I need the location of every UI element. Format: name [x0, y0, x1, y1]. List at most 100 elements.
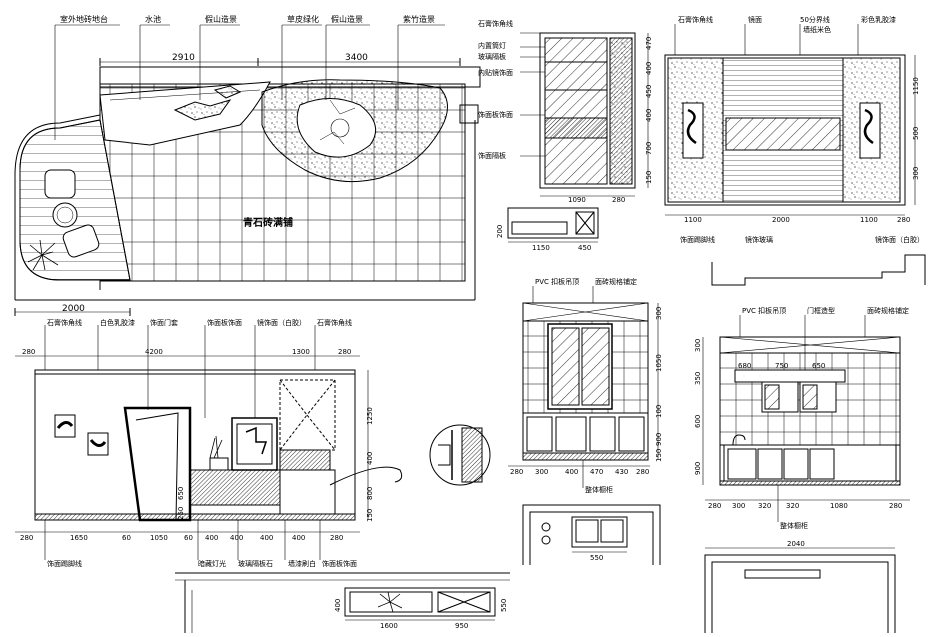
dim-lb-400c: 400 [260, 534, 273, 542]
kitchen-elevation-2: PVC 扣板吊顶 门框造型 面砖规格铺定 680 750 650 300 350… [694, 306, 910, 530]
label-living-hidden-light: 暗藏灯光 [198, 559, 226, 568]
dim-k2-680: 680 [738, 362, 751, 370]
dim-lb-1650: 1650 [70, 534, 88, 542]
dim-ls-800: 800 [366, 487, 374, 500]
dim-ls-650: 650 [177, 487, 185, 500]
kitchen-elevation-1: PVC 扣板吊顶 面砖规格铺定 300 1050 100 900 150 280… [508, 277, 663, 494]
label-lawn: 草皮绿化 [287, 14, 319, 24]
label-k1-pvc-ceiling: PVC 扣板吊顶 [535, 277, 579, 286]
dim-living-4200: 4200 [145, 348, 163, 356]
dim-tv-2000: 2000 [772, 216, 790, 224]
label-tv-skirting: 饰面踢脚线 [680, 235, 715, 244]
label-tv-mirror-white: 镜饰面（白胶） [875, 235, 924, 244]
cabinet-elevation: 石膏饰角线 内置筒灯 玻璃隔板 内贴镜饰面 饰面板饰面 饰面隔板 470 400… [478, 19, 653, 252]
dim-lb-280: 280 [20, 534, 33, 542]
dim-k1-1050: 1050 [655, 354, 663, 372]
label-tv-corner-moulding: 石膏饰角线 [678, 15, 713, 24]
label-k2-tile: 面砖规格铺定 [867, 306, 909, 315]
dim-280: 280 [612, 196, 625, 204]
label-living-moulding-2: 石膏饰角线 [317, 318, 352, 327]
label-living-skirting: 饰面踢脚线 [47, 559, 82, 568]
dim-400: 400 [645, 62, 653, 75]
dim-lb-400b: 400 [230, 534, 243, 542]
dim-ls-250: 250 [177, 507, 185, 520]
dim-450b: 450 [578, 244, 591, 252]
label-downlight: 内置筒灯 [478, 41, 506, 50]
dim-k2-300: 300 [694, 339, 702, 352]
label-living-mirror: 镜饰面（白胶） [257, 318, 306, 327]
dim-k1-300: 300 [655, 307, 663, 320]
dim-k2-b320: 320 [758, 502, 771, 510]
label-veneer-shelf: 饰面隔板 [478, 151, 506, 160]
label-living-moulding: 石膏饰角线 [47, 318, 82, 327]
label-outdoor-tile-platform: 室外地砖地台 [60, 14, 108, 24]
dim-bp-550: 550 [500, 599, 508, 612]
dim-living-280b: 280 [338, 348, 351, 356]
label-rockery-2: 假山造景 [331, 14, 363, 24]
dim-2000: 2000 [62, 304, 85, 314]
dim-living-280a: 280 [22, 348, 35, 356]
dim-1150: 1150 [532, 244, 550, 252]
dim-450: 450 [645, 85, 653, 98]
label-tv-divider: 50分界线 [800, 15, 830, 24]
dim-k1-b300: 300 [535, 468, 548, 476]
label-living-wall-paint: 墙漆刷白 [288, 559, 316, 568]
living-elevation: 石膏饰角线 白色乳胶漆 饰面门套 饰面板饰面 镜饰面（白胶） 石膏饰角线 280… [15, 318, 491, 568]
dim-lb-400d: 400 [292, 534, 305, 542]
dim-tv-1100a: 1100 [684, 216, 702, 224]
dim-700: 700 [645, 142, 653, 155]
dim-tv-1100b: 1100 [860, 216, 878, 224]
dim-k2-b1080: 1080 [830, 502, 848, 510]
dim-ls-150: 150 [366, 509, 374, 522]
dim-lb-60b: 60 [184, 534, 193, 542]
label-tv-wallpaper: 墙纸米色 [803, 25, 831, 34]
dim-k2-b300: 300 [732, 502, 745, 510]
label-living-glass-shelf: 玻璃隔板石 [238, 559, 273, 568]
dim-tv-300: 300 [912, 167, 920, 180]
dim-ls-400: 400 [366, 452, 374, 465]
dim-bp-400: 400 [334, 599, 342, 612]
label-rockery: 假山造景 [205, 14, 237, 24]
dim-400b: 400 [645, 109, 653, 122]
bottom-plan: 400 550 1600 950 [175, 572, 510, 633]
dim-tv-280: 280 [897, 216, 910, 224]
dim-k1-900: 900 [655, 433, 663, 446]
dim-bp-1600: 1600 [380, 622, 398, 630]
label-veneer: 饰面板饰面 [478, 110, 513, 119]
dim-k1-100: 100 [655, 405, 663, 418]
dim-living-1300: 1300 [292, 348, 310, 356]
dim-kp-550: 550 [590, 554, 603, 562]
dim-k1-b470: 470 [590, 468, 603, 476]
dim-k1-b400: 400 [565, 468, 578, 476]
dim-lb-400a: 400 [205, 534, 218, 542]
dim-k1-b430: 430 [615, 468, 628, 476]
dim-lb-280b: 280 [330, 534, 343, 542]
dim-k2-b280: 280 [708, 502, 721, 510]
dim-k1-150: 150 [655, 449, 663, 462]
dim-k2-900: 900 [694, 462, 702, 475]
label-k1-tile: 面砖规格铺定 [595, 277, 637, 286]
dim-tv-500: 500 [912, 127, 920, 140]
dim-k2-750: 750 [775, 362, 788, 370]
dim-2910: 2910 [172, 53, 195, 63]
dim-200: 200 [496, 225, 504, 238]
terrace-plan: 室外地砖地台 水池 假山造景 草皮绿化 假山造景 紫竹造景 2910 3400 … [14, 14, 481, 316]
dim-rp-2040: 2040 [787, 540, 805, 548]
tv-wall-elevation: 石膏饰角线 镜面 50分界线 墙纸米色 彩色乳胶漆 1150 500 300 1… [664, 15, 926, 286]
label-corner-moulding: 石膏饰角线 [478, 19, 513, 28]
dim-k1-b280: 280 [510, 468, 523, 476]
label-tv-mirror: 镜面 [748, 15, 762, 24]
dim-tv-1150: 1150 [912, 77, 920, 95]
label-mirror: 内贴镜饰面 [478, 68, 513, 77]
label-living-white-paint: 白色乳胶漆 [100, 318, 135, 327]
dim-1090: 1090 [568, 196, 586, 204]
label-pool: 水池 [145, 14, 161, 24]
label-k2-cabinet: 整体橱柜 [780, 521, 808, 530]
dim-k2-650: 650 [812, 362, 825, 370]
right-bottom-plan: 2040 [704, 540, 896, 633]
dim-3400: 3400 [345, 53, 368, 63]
kitchen-plan: 550 [522, 504, 661, 565]
dim-k2-600: 600 [694, 415, 702, 428]
